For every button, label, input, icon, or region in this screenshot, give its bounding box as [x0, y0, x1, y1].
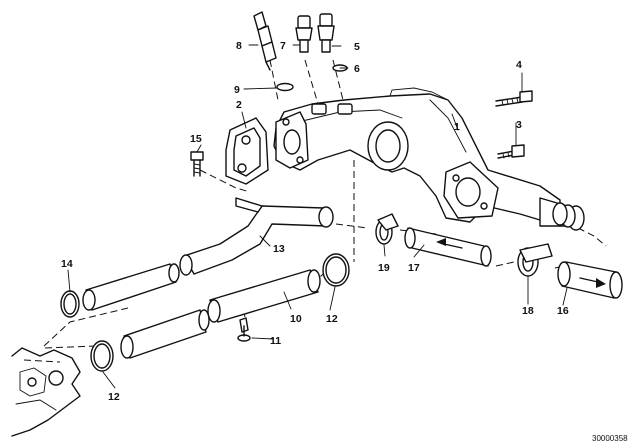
hose-upper-left [82, 263, 180, 311]
callout-10: 10 [290, 313, 302, 325]
callout-18: 18 [522, 305, 534, 317]
catalog-number: 30000358 [592, 434, 628, 443]
pipe-13 [179, 197, 334, 276]
engine-block-fragment [11, 347, 81, 437]
callout-14: 14 [61, 258, 73, 270]
hose-16 [557, 261, 623, 299]
screw-4 [495, 90, 533, 107]
temperature-sensor-5 [317, 13, 335, 53]
callout-5: 5 [354, 41, 360, 53]
screw-3 [497, 144, 525, 159]
water-pipe-1 [273, 87, 585, 231]
callout-6: 6 [354, 63, 360, 75]
sealing-ring-12-upper [322, 253, 350, 287]
hose-10 [207, 269, 321, 333]
callout-15: 15 [190, 133, 202, 145]
leader-lines [67, 44, 568, 389]
callout-19: 19 [378, 262, 390, 274]
hose-17 [404, 227, 492, 267]
callout-17: 17 [408, 262, 420, 274]
hose-clamp-18 [517, 243, 553, 277]
callout-7: 7 [280, 40, 286, 52]
callout-3: 3 [516, 119, 522, 131]
callout-8: 8 [236, 40, 242, 52]
hose-lower-left [120, 309, 210, 359]
temperature-sensor-8 [253, 11, 277, 71]
callout-12-upper: 12 [326, 313, 338, 325]
callout-13: 13 [273, 243, 285, 255]
callout-16: 16 [557, 305, 569, 317]
screw-15 [190, 151, 204, 177]
temperature-sensor-7 [295, 15, 313, 53]
callout-9: 9 [234, 84, 240, 96]
hose-clamp-19 [375, 213, 399, 245]
gasket-2 [225, 117, 269, 185]
sealing-ring-14 [60, 290, 80, 318]
callout-2: 2 [236, 99, 242, 111]
callout-11: 11 [270, 335, 281, 347]
callout-4: 4 [516, 59, 522, 71]
callout-12-lower: 12 [108, 391, 120, 403]
callout-1: 1 [454, 121, 460, 133]
sealing-ring-12-lower [90, 340, 114, 372]
screw-11 [237, 325, 251, 342]
sealing-ring-9 [276, 82, 294, 92]
callout-labels: 8 7 5 6 9 4 2 3 1 15 13 19 17 14 10 12 1… [61, 40, 628, 443]
